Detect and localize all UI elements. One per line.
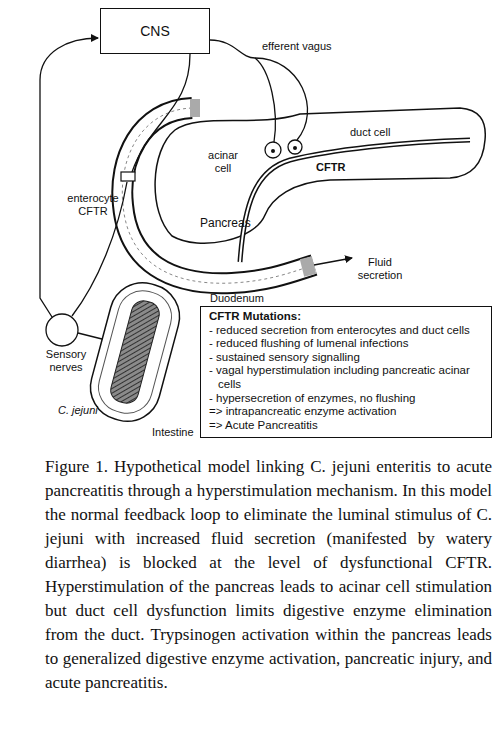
pancreas-outline [155, 108, 485, 243]
node-line: - reduced secretion from enterocytes and… [209, 324, 485, 338]
part-label: duct cell [350, 126, 390, 139]
duct-cell [288, 140, 302, 154]
node-line: - vagal hyperstimulation including pancr… [209, 364, 485, 391]
node-heading: CNS [140, 23, 170, 39]
enterocyte [121, 172, 135, 181]
part-label: Sensory nerves [40, 348, 92, 373]
fluid-arrow [314, 258, 352, 265]
node-line: => Acute Pancreatitis [209, 419, 485, 433]
node-line: - reduced flushing of lumenal infections [209, 337, 485, 351]
pancreatic-duct-lumen [240, 140, 470, 262]
node-line: - sustained sensory signalling [209, 351, 485, 365]
node-line: - hypersecretion of enzymes, no flushing [209, 392, 485, 406]
part-label: Intestine [152, 426, 194, 439]
vagus-nerve [255, 58, 307, 140]
cns-box: CNS [100, 8, 210, 54]
intestine-segment [83, 275, 187, 428]
sensory-ganglion [46, 314, 78, 346]
vagus-nerve [255, 58, 275, 142]
cell-nucleus [293, 146, 297, 150]
bacteria-lumen [108, 298, 162, 406]
duodenum-end [190, 99, 200, 117]
part-label: Pancreas [200, 217, 251, 230]
node-heading: CFTR Mutations: [209, 310, 485, 324]
cell-nucleus [271, 149, 275, 153]
part-label: enterocyte CFTR [62, 192, 124, 217]
vagus-nerve [210, 40, 255, 58]
figure-caption: Figure 1. Hypothetical model linking C. … [45, 455, 492, 695]
intestine-mucosa [93, 285, 177, 419]
vagus-nerve [132, 54, 190, 172]
part-label: Fluid secretion [352, 256, 408, 281]
acinar-cell [265, 142, 281, 158]
part-label: CFTR [316, 161, 345, 174]
part-label: C. jejuni [58, 404, 98, 417]
pancreatic-duct [240, 140, 470, 262]
node-line: => intrapancreatic enzyme activation [209, 405, 485, 419]
part-label: acinar cell [203, 149, 243, 174]
intestine-wall [83, 275, 187, 428]
part-label: Duodenum [210, 292, 264, 305]
part-label: efferent vagus [262, 40, 332, 53]
sensory-nerve [40, 38, 98, 317]
note-box: CFTR Mutations:- reduced secretion from … [200, 306, 492, 438]
duodenum-end [302, 265, 314, 268]
